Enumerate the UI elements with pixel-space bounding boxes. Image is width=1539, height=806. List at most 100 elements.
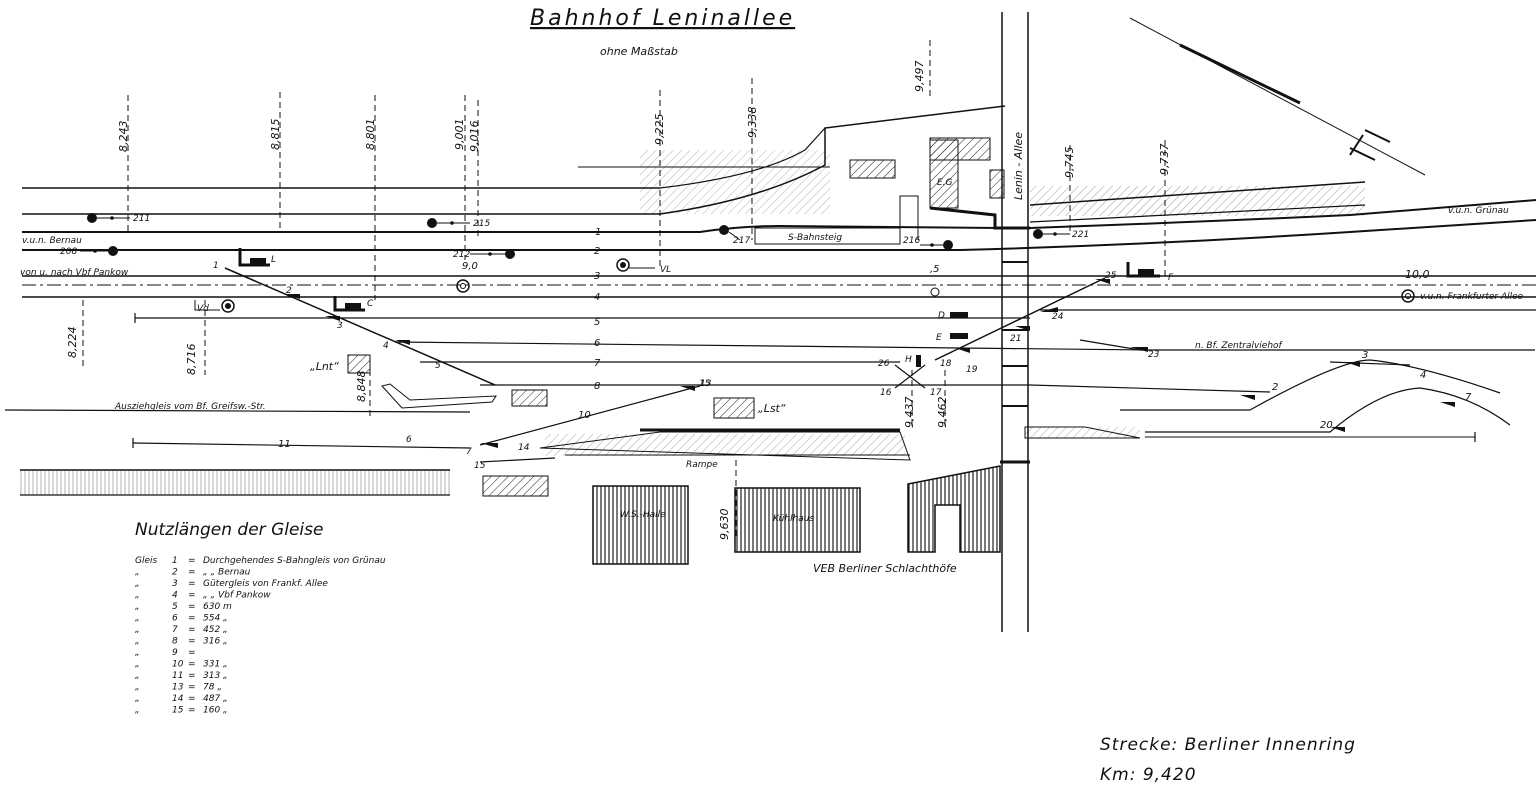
track-15 [479, 457, 556, 463]
signal-212: 212 [453, 250, 470, 260]
legend-value: 313 „ [203, 671, 228, 681]
switch-number: 6 [406, 435, 412, 445]
km-label: 9,462 [936, 397, 949, 429]
building-lst [713, 397, 755, 419]
switch-number: 7 [1465, 392, 1472, 403]
legend-key: „ [135, 602, 140, 612]
label-eg: E.G [937, 178, 953, 188]
signal-208: 208 [60, 247, 77, 257]
signal-boxes: L C D E F H [238, 248, 1174, 367]
track-number: 4 [594, 292, 600, 303]
label-s-bahnsteig: S-Bahnsteig [788, 233, 842, 243]
legend-value: „ „ Bernau [203, 568, 251, 578]
legend-equals: = [188, 683, 196, 693]
label-vl: VL [660, 265, 671, 275]
ws-halle-building [592, 485, 689, 565]
switch-number: 20 [1320, 420, 1333, 431]
signal-211: 211 [133, 214, 150, 224]
building-low [482, 475, 549, 497]
legend-track-number: 8 [172, 637, 178, 647]
footer-strecke: Strecke: Berliner Innenring [1100, 735, 1356, 755]
km-label: 8,224 [66, 327, 79, 359]
label-lst: „Lst“ [758, 402, 786, 415]
legend-track-number: 13 [172, 683, 184, 693]
legend-track-number: 5 [172, 602, 178, 612]
legend-key: „ [135, 637, 140, 647]
legend-key: Gleis [135, 556, 158, 566]
switch-number: 5 [435, 361, 441, 371]
switch-markers [285, 279, 1455, 448]
track-10 [479, 385, 701, 446]
km-label: 9,745 [1063, 147, 1076, 179]
km-label: 9,225 [653, 114, 666, 146]
label-10-0: 10,0 [1405, 268, 1430, 281]
switch-number: 23 [1148, 350, 1160, 360]
km-label: 9,338 [746, 107, 759, 139]
km-label: 8,801 [364, 119, 377, 151]
legend-track-number: 3 [172, 579, 178, 589]
legend-key: „ [135, 568, 140, 578]
km-label: 8,848 [355, 371, 368, 403]
label-ausziehgleis: Ausziehgleis vom Bf. Greifsw.-Str. [114, 402, 266, 412]
track-number: 7 [594, 358, 601, 369]
label-veb: VEB Berliner Schlachthöfe [813, 562, 957, 575]
label-zentralviehof: n. Bf. Zentralviehof [1195, 341, 1284, 351]
track-number: 13 [700, 379, 712, 389]
slaughterhouse-building [907, 465, 1001, 553]
legend-key: „ [135, 694, 140, 704]
label-lenin-allee: Lenin - Allee [1012, 132, 1025, 200]
signal-221: 221 [1072, 230, 1089, 240]
building-side [989, 169, 1005, 199]
switch-number: 2 [286, 286, 292, 296]
box-d: D [938, 311, 945, 321]
box-f: F [1168, 273, 1174, 283]
legend-track-number: 9 [172, 648, 178, 658]
legend-equals: = [188, 694, 196, 704]
label-9-0: 9,0 [462, 261, 478, 272]
building-lnt [347, 354, 371, 374]
switch-number: 2 [1272, 382, 1278, 393]
building-mid [511, 389, 548, 407]
legend-value: 630 m [203, 602, 232, 612]
legend-value: 78 „ [203, 683, 222, 693]
kuehlhaus-building [734, 487, 861, 553]
km-label: 9,016 [468, 121, 481, 153]
signal-215: 215 [473, 219, 490, 229]
legend-track-number: 14 [172, 694, 184, 704]
km-labels: 8,243 8,815 8,801 9,001 9,016 9,225 9,33… [66, 61, 1171, 541]
km-label: 8,815 [269, 119, 282, 151]
diagram-subtitle: ohne Maßstab [600, 45, 678, 58]
tracks [4, 17, 1537, 463]
label-kuehlhaus: Kühlhaus [773, 514, 814, 524]
label-frankfurter: v.u.n. Frankfurter Allee [1420, 292, 1524, 302]
switch-number: 1 [213, 261, 219, 271]
km-posts [82, 40, 1166, 540]
legend-value: 554 „ [203, 614, 228, 624]
legend-key: „ [135, 660, 140, 670]
label-lnt: „Lnt“ [310, 360, 339, 373]
legend-track-number: 15 [172, 706, 184, 716]
legend-track-number: 7 [172, 625, 178, 635]
legend-value: „ „ Vbf Pankow [203, 591, 271, 601]
label-rampe: Rampe [686, 460, 718, 470]
diagram-title: Bahnhof Leninallee [530, 6, 795, 31]
track-number: 8 [594, 381, 600, 392]
legend-value: 331 „ [203, 660, 228, 670]
track-number: 15 [474, 461, 486, 471]
signals: 211 215 217 216 221 208 212 [60, 213, 1430, 314]
track-2 [22, 219, 1537, 251]
legend-key: „ [135, 706, 140, 716]
legend-equals: = [188, 671, 196, 681]
legend-key: „ [135, 579, 140, 589]
label-pankow: von u. nach Vbf Pankow [20, 268, 129, 278]
track-number: 11 [278, 439, 291, 450]
legend-track-number: 2 [172, 568, 178, 578]
legend-key: „ [135, 614, 140, 624]
switch-number: 26 [878, 359, 890, 369]
track-number: 10 [578, 410, 591, 421]
label-gruenau: v.u.n. Grünau [1448, 206, 1509, 216]
label-vd: Vd [197, 304, 209, 314]
signal-217: 217 [733, 236, 750, 246]
legend-track-number: 11 [172, 671, 183, 681]
switch-number: 18 [940, 359, 952, 369]
